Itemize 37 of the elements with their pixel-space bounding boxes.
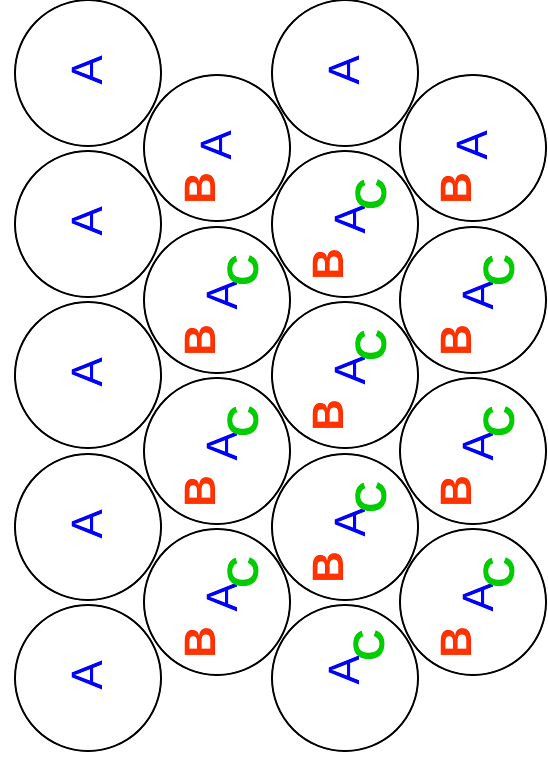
circle-letter: A <box>195 130 239 160</box>
circle-letter: A <box>66 206 110 236</box>
circle-letter: B <box>307 248 351 280</box>
circle-letter: B <box>307 551 351 583</box>
circle-letter: B <box>435 172 479 204</box>
circle-letter: A <box>66 55 110 85</box>
circle-letter: A <box>451 130 495 160</box>
circle-letter: A <box>66 357 110 387</box>
circle <box>271 604 419 752</box>
circle <box>14 0 162 147</box>
circle-letter: A <box>323 55 367 85</box>
circle <box>143 226 291 374</box>
circle-letter: A <box>66 660 110 690</box>
circle <box>14 604 162 752</box>
circle-letter: B <box>179 626 223 658</box>
circle <box>14 150 162 298</box>
circle-letter: B <box>179 475 223 507</box>
circle <box>271 150 419 298</box>
circle-letter: B <box>435 475 479 507</box>
circle <box>143 74 291 222</box>
circle <box>399 74 547 222</box>
circle-letter: B <box>307 399 351 431</box>
circle <box>399 226 547 374</box>
circle <box>143 528 291 676</box>
circle-letter: B <box>435 324 479 356</box>
circle <box>271 0 419 147</box>
circle <box>14 453 162 601</box>
circle <box>14 301 162 449</box>
circle <box>399 528 547 676</box>
circle-letter: A <box>66 509 110 539</box>
circle <box>399 377 547 525</box>
circle <box>143 377 291 525</box>
circle <box>271 301 419 449</box>
circle-letter: B <box>435 626 479 658</box>
circle-letter: B <box>179 172 223 204</box>
circle <box>271 453 419 601</box>
circle-letter: B <box>179 324 223 356</box>
